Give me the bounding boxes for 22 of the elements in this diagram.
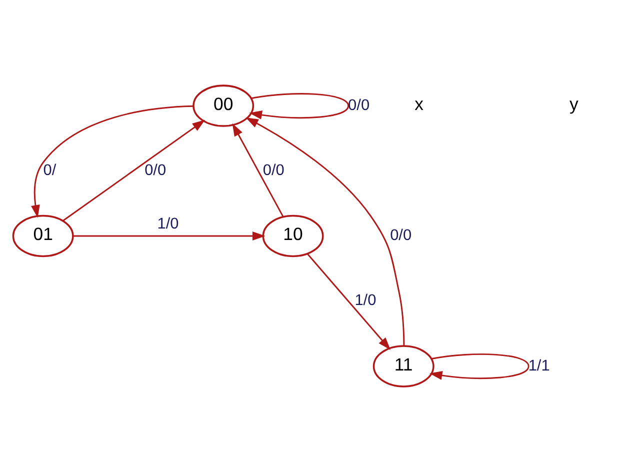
- arrow: [246, 116, 405, 346]
- edge-label: 1/0: [354, 292, 376, 309]
- edge-label: 0/: [43, 161, 56, 178]
- node-ellipse: 01: [12, 214, 74, 257]
- arrow: [429, 353, 530, 380]
- arrow: [31, 104, 194, 218]
- edge-label: 0/0: [390, 226, 412, 244]
- edge-label: 0/0: [348, 96, 370, 114]
- edge-label: 0/0: [262, 161, 284, 178]
- arrow: [62, 119, 206, 221]
- arrow: [306, 252, 391, 350]
- label: y: [570, 93, 578, 114]
- edge-label: 1/0: [157, 214, 179, 232]
- edge-label: 0/0: [144, 161, 166, 178]
- edge-label: 1/1: [528, 356, 550, 374]
- node-ellipse: 10: [262, 214, 324, 257]
- label: x: [414, 93, 424, 114]
- arrow: [232, 122, 284, 216]
- node-ellipse: 11: [372, 344, 434, 387]
- node-ellipse: 00: [192, 84, 254, 126]
- arrow: [249, 92, 350, 119]
- arrow: [73, 231, 266, 240]
